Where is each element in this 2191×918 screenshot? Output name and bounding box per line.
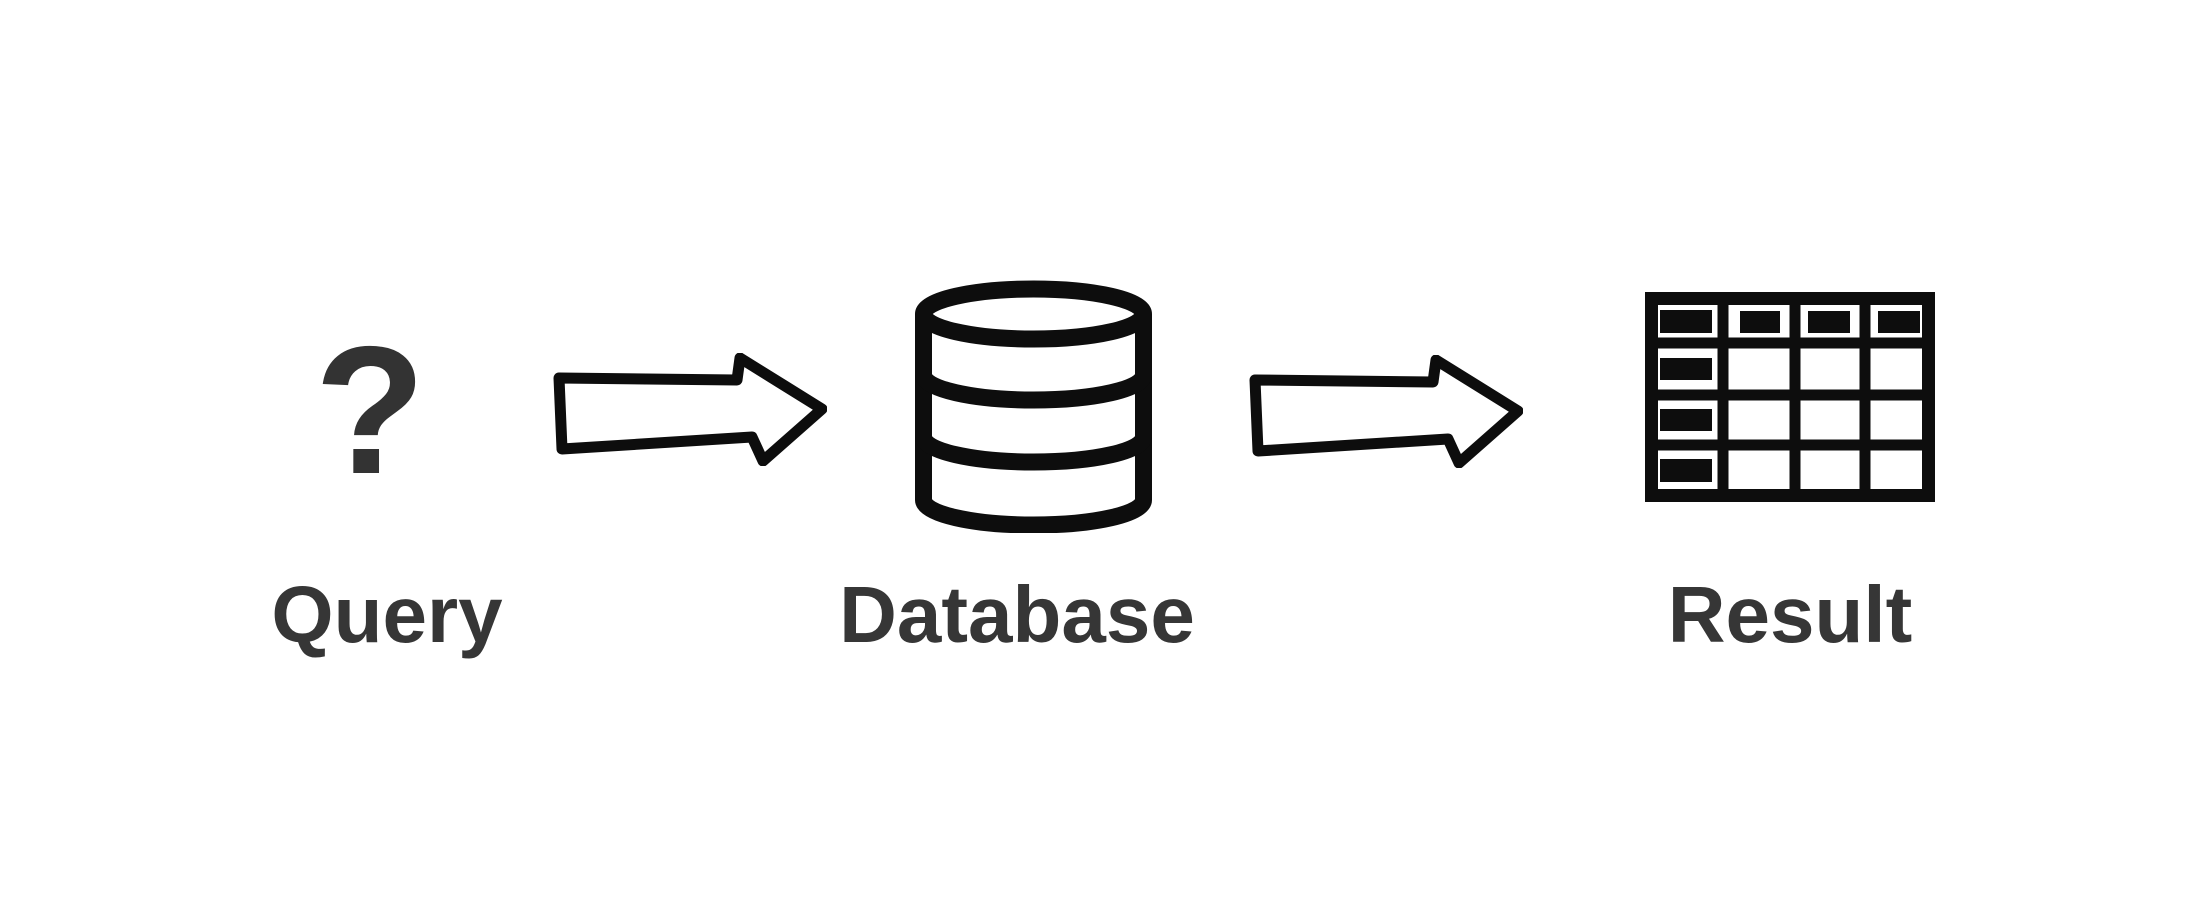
table-icon: [1645, 292, 1935, 502]
database-icon: [915, 280, 1152, 533]
node-label-result: Result: [1667, 570, 1913, 659]
arrow-right-icon: [1248, 355, 1523, 468]
node-label-query: Query: [271, 570, 503, 659]
node-query: ?: [314, 319, 481, 501]
question-mark-icon: ?: [314, 308, 426, 512]
node-label-database: Database: [839, 570, 1195, 659]
arrow-right-icon: [552, 353, 827, 466]
